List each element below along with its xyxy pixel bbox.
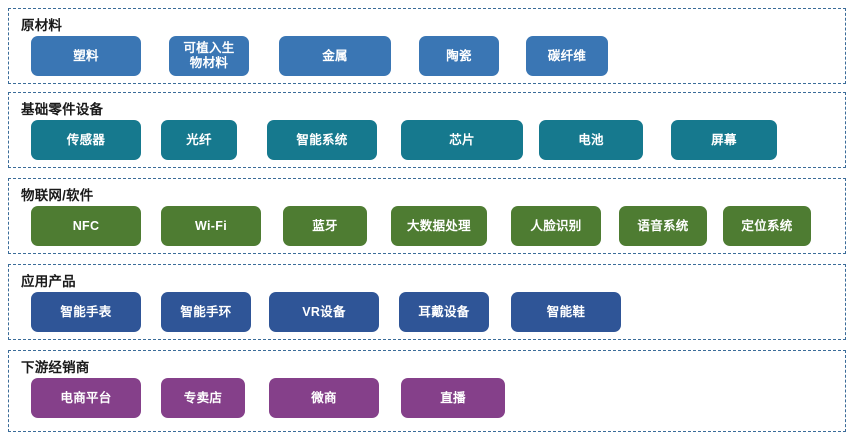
tier-title-basic-parts: 基础零件设备 xyxy=(21,102,104,117)
node-raw-materials-2[interactable]: 金属 xyxy=(279,36,391,76)
tier-basic-parts: 基础零件设备传感器光纤智能系统芯片电池屏幕 xyxy=(8,92,846,168)
node-raw-materials-1[interactable]: 可植入生物材料 xyxy=(169,36,249,76)
node-iot-software-0[interactable]: NFC xyxy=(31,206,141,246)
tier-title-raw-materials: 原材料 xyxy=(21,18,63,33)
node-basic-parts-4[interactable]: 电池 xyxy=(539,120,643,160)
node-application-products-1[interactable]: 智能手环 xyxy=(161,292,251,332)
tier-node-row-application-products: 智能手表智能手环 VR设备耳戴设备智能鞋 xyxy=(21,292,839,332)
node-basic-parts-2[interactable]: 智能系统 xyxy=(267,120,377,160)
tier-node-row-iot-software: NFC Wi-Fi 蓝牙大数据处理人脸识别语音系统定位系统 xyxy=(21,206,839,246)
node-iot-software-2[interactable]: 蓝牙 xyxy=(283,206,367,246)
node-application-products-2[interactable]: VR设备 xyxy=(269,292,379,332)
tier-node-row-basic-parts: 传感器光纤智能系统芯片电池屏幕 xyxy=(21,120,839,160)
node-application-products-3[interactable]: 耳戴设备 xyxy=(399,292,489,332)
tier-title-application-products: 应用产品 xyxy=(21,274,76,289)
node-basic-parts-1[interactable]: 光纤 xyxy=(161,120,237,160)
node-downstream-distributors-0[interactable]: 电商平台 xyxy=(31,378,141,418)
node-downstream-distributors-2[interactable]: 微商 xyxy=(269,378,379,418)
node-raw-materials-4[interactable]: 碳纤维 xyxy=(526,36,608,76)
tier-downstream-distributors: 下游经销商电商平台专卖店微商直播 xyxy=(8,350,846,432)
tier-node-row-raw-materials: 塑料 可植入生物材料 金属陶瓷碳纤维 xyxy=(21,36,839,76)
tier-title-iot-software: 物联网/软件 xyxy=(21,188,94,203)
tier-iot-software: 物联网/软件 NFC Wi-Fi 蓝牙大数据处理人脸识别语音系统定位系统 xyxy=(8,178,846,254)
node-basic-parts-0[interactable]: 传感器 xyxy=(31,120,141,160)
node-iot-software-3[interactable]: 大数据处理 xyxy=(391,206,487,246)
node-downstream-distributors-1[interactable]: 专卖店 xyxy=(161,378,245,418)
node-basic-parts-5[interactable]: 屏幕 xyxy=(671,120,777,160)
node-iot-software-6[interactable]: 定位系统 xyxy=(723,206,811,246)
node-iot-software-4[interactable]: 人脸识别 xyxy=(511,206,601,246)
tier-raw-materials: 原材料塑料 可植入生物材料 金属陶瓷碳纤维 xyxy=(8,8,846,84)
node-raw-materials-3[interactable]: 陶瓷 xyxy=(419,36,499,76)
tier-application-products: 应用产品智能手表智能手环 VR设备耳戴设备智能鞋 xyxy=(8,264,846,340)
tier-title-downstream-distributors: 下游经销商 xyxy=(21,360,90,375)
node-downstream-distributors-3[interactable]: 直播 xyxy=(401,378,505,418)
node-iot-software-1[interactable]: Wi-Fi xyxy=(161,206,261,246)
node-basic-parts-3[interactable]: 芯片 xyxy=(401,120,523,160)
node-iot-software-5[interactable]: 语音系统 xyxy=(619,206,707,246)
node-raw-materials-0[interactable]: 塑料 xyxy=(31,36,141,76)
node-application-products-0[interactable]: 智能手表 xyxy=(31,292,141,332)
node-label: 可植入生物材料 xyxy=(183,41,235,70)
node-application-products-4[interactable]: 智能鞋 xyxy=(511,292,621,332)
tier-node-row-downstream-distributors: 电商平台专卖店微商直播 xyxy=(21,378,839,418)
